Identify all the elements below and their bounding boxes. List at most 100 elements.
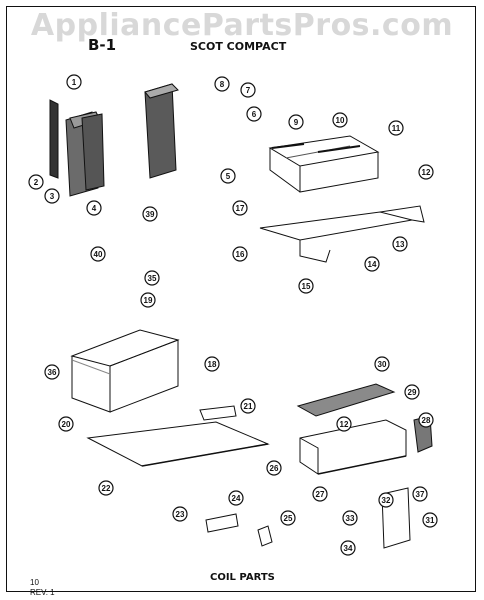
callout-31: 31 <box>422 512 438 528</box>
callout-24: 24 <box>228 490 244 506</box>
callout-label: 22 <box>102 484 111 493</box>
callout-10: 10 <box>332 112 348 128</box>
callout-label: 16 <box>236 250 245 259</box>
callout-label: 9 <box>294 118 299 127</box>
callout-label: 20 <box>62 420 71 429</box>
callout-label: 30 <box>378 360 387 369</box>
callout-label: 24 <box>232 494 241 503</box>
callout-label: 31 <box>426 516 435 525</box>
callout-9: 9 <box>288 114 304 130</box>
callout-label: 39 <box>146 210 155 219</box>
callout-5: 5 <box>220 168 236 184</box>
callout-21: 21 <box>240 398 256 414</box>
callout-label: 33 <box>346 514 355 523</box>
coil-assembly-right <box>144 83 179 179</box>
callout-label: 12 <box>340 420 349 429</box>
sheet-id: B-1 <box>88 36 117 54</box>
fitting-part <box>257 525 273 547</box>
clip-part <box>205 513 239 533</box>
callout-39: 39 <box>142 206 158 222</box>
callout-label: 10 <box>336 116 345 125</box>
callout-33: 33 <box>342 510 358 526</box>
callout-37: 37 <box>412 486 428 502</box>
callout-26: 26 <box>266 460 282 476</box>
coil-bracket <box>259 205 425 263</box>
callout-label: 6 <box>252 110 257 119</box>
strip-part-9 <box>317 145 361 153</box>
sheet-border <box>6 6 476 592</box>
callout-14: 14 <box>364 256 380 272</box>
callout-16: 16 <box>232 246 248 262</box>
strip-part-8 <box>271 143 305 149</box>
callout-12: 12 <box>418 164 434 180</box>
callout-13: 13 <box>392 236 408 252</box>
callout-4: 4 <box>86 200 102 216</box>
callout-label: 18 <box>208 360 217 369</box>
drain-tray <box>268 135 380 193</box>
callout-15: 15 <box>298 278 314 294</box>
coil-assembly-left <box>49 99 105 197</box>
callout-label: 13 <box>396 240 405 249</box>
callout-label: 25 <box>284 514 293 523</box>
callout-6: 6 <box>246 106 262 122</box>
callout-label: 23 <box>176 510 185 519</box>
callout-label: 19 <box>144 296 153 305</box>
callout-30: 30 <box>374 356 390 372</box>
callout-label: 4 <box>92 204 97 213</box>
callout-label: 14 <box>368 260 377 269</box>
callout-27: 27 <box>312 486 328 502</box>
callout-label: 12 <box>422 168 431 177</box>
callout-8: 8 <box>214 76 230 92</box>
callout-40: 40 <box>90 246 106 262</box>
callout-label: 3 <box>50 192 55 201</box>
callout-19: 19 <box>140 292 156 308</box>
callout-label: 2 <box>34 178 39 187</box>
callout-28: 28 <box>418 412 434 428</box>
callout-label: 21 <box>244 402 253 411</box>
callout-label: 26 <box>270 464 279 473</box>
callout-label: 36 <box>48 368 57 377</box>
housing-box <box>70 329 180 413</box>
callout-36: 36 <box>44 364 60 380</box>
callout-label: 11 <box>392 124 401 133</box>
footer-title: COIL PARTS <box>210 572 275 583</box>
callout-1: 1 <box>66 74 82 90</box>
callout-label: 5 <box>226 172 231 181</box>
callout-label: 28 <box>422 416 431 425</box>
callout-17: 17 <box>232 200 248 216</box>
callout-label: 15 <box>302 282 311 291</box>
drip-pan <box>299 419 407 475</box>
callout-22: 22 <box>98 480 114 496</box>
callout-label: 32 <box>382 496 391 505</box>
callout-label: 37 <box>416 490 425 499</box>
callout-label: 27 <box>316 490 325 499</box>
small-bracket <box>199 405 237 421</box>
control-panel <box>381 487 411 549</box>
callout-25: 25 <box>280 510 296 526</box>
page-number: 10 <box>30 578 39 587</box>
callout-20: 20 <box>58 416 74 432</box>
callout-35: 35 <box>144 270 160 286</box>
callout-label: 34 <box>344 544 353 553</box>
callout-12: 12 <box>336 416 352 432</box>
callout-29: 29 <box>404 384 420 400</box>
callout-18: 18 <box>204 356 220 372</box>
callout-32: 32 <box>378 492 394 508</box>
callout-label: 40 <box>94 250 103 259</box>
callout-label: 1 <box>72 78 77 87</box>
callout-2: 2 <box>28 174 44 190</box>
insulation-pad <box>296 383 396 417</box>
watermark: AppliancePartsPros.com <box>30 8 454 43</box>
callout-label: 8 <box>220 80 225 89</box>
callout-label: 17 <box>236 204 245 213</box>
callout-7: 7 <box>240 82 256 98</box>
revision-label: REV. 1 <box>30 588 55 597</box>
callout-label: 35 <box>148 274 157 283</box>
callout-23: 23 <box>172 506 188 522</box>
sheet-title: SCOT COMPACT <box>190 40 287 53</box>
callout-label: 7 <box>246 86 251 95</box>
callout-34: 34 <box>340 540 356 556</box>
callout-11: 11 <box>388 120 404 136</box>
